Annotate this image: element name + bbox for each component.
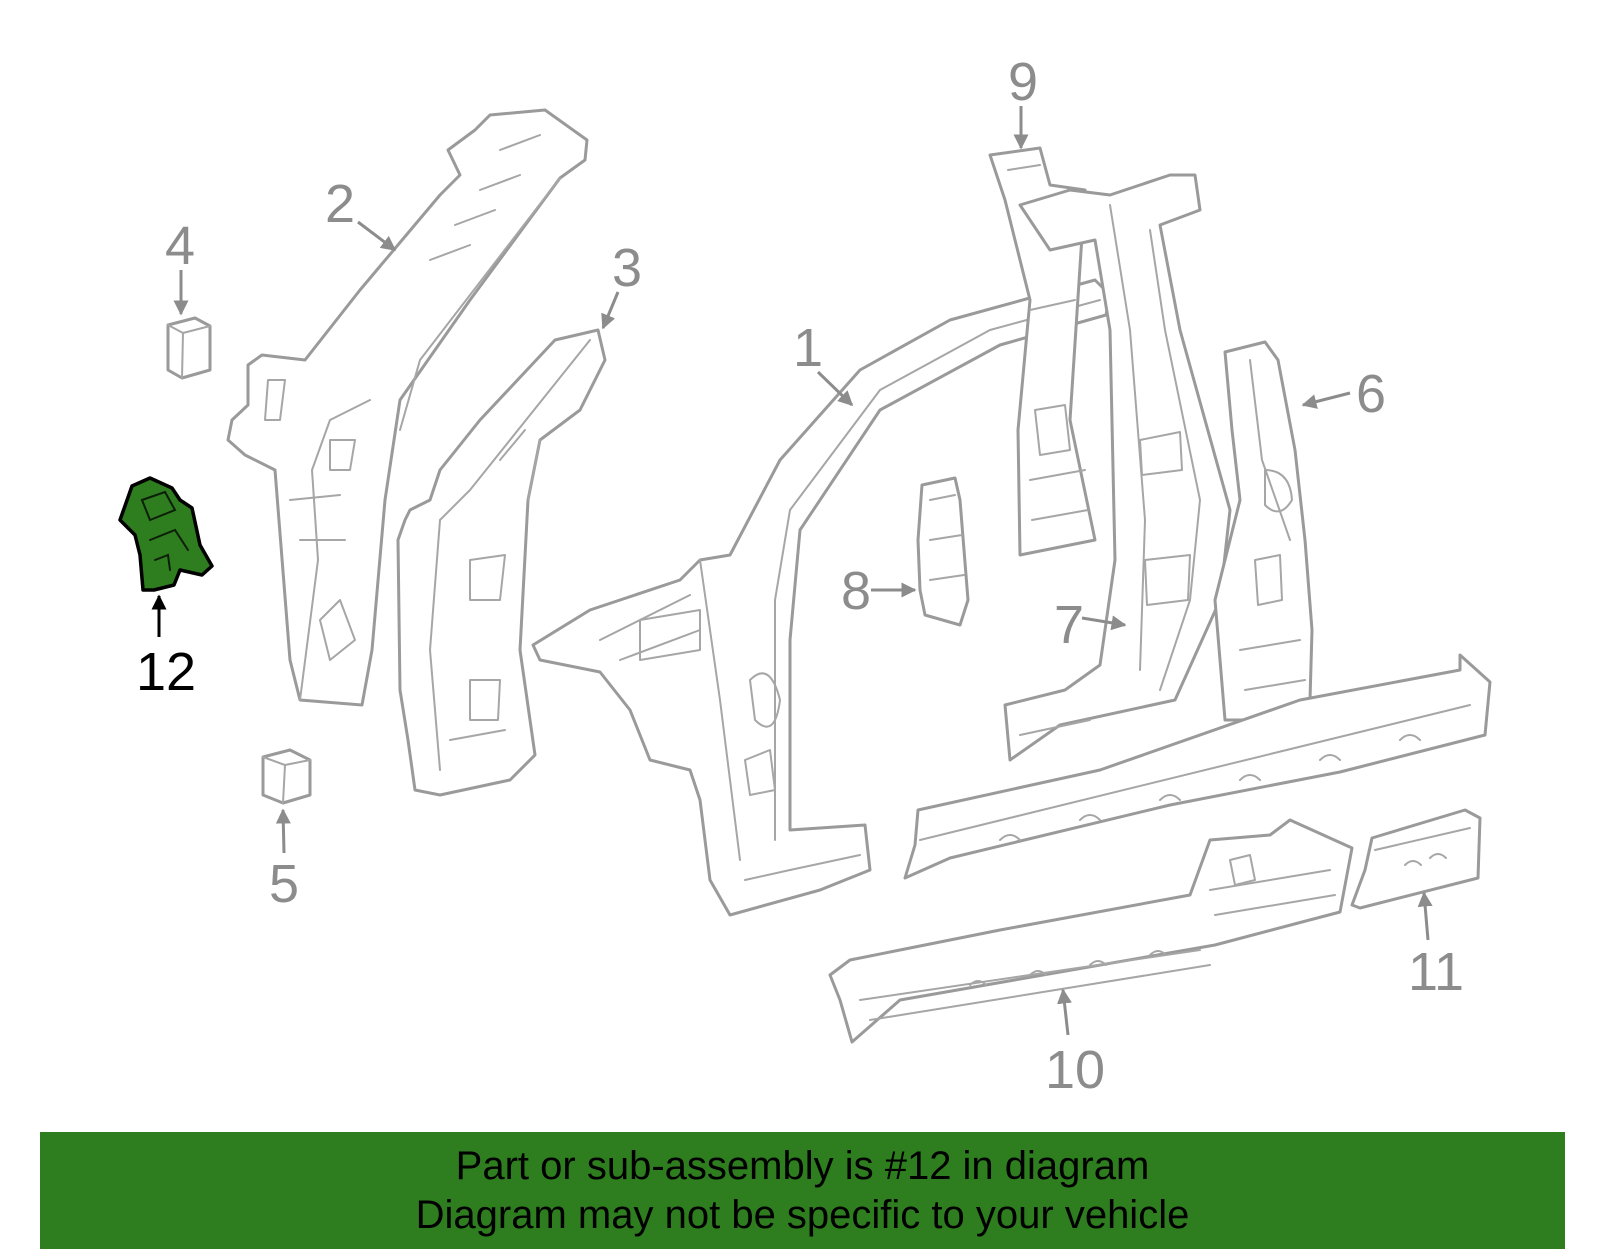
part-11-panel[interactable]: [1350, 808, 1482, 910]
part-8-bracket[interactable]: [916, 476, 970, 627]
part-12-highlighted-bracket[interactable]: [118, 476, 214, 592]
part-1-side-outer[interactable]: [531, 278, 1112, 917]
part-10-rocker-lower[interactable]: [828, 818, 1354, 1044]
callout-3: 3: [612, 238, 642, 298]
callout-12: 12: [136, 642, 196, 702]
leader-10: [1057, 988, 1072, 1036]
part-5-block[interactable]: [261, 748, 312, 805]
callout-7: 7: [1054, 595, 1084, 655]
leader-7: [1081, 615, 1127, 631]
part-3-pillar-inner[interactable]: [396, 328, 607, 797]
callout-leaders: [151, 106, 1433, 1036]
part-6-pillar-inner[interactable]: [1213, 340, 1314, 722]
sill-panel[interactable]: [903, 653, 1492, 880]
leader-2: [357, 220, 397, 252]
callout-10: 10: [1045, 1040, 1105, 1100]
callout-11: 11: [1408, 942, 1464, 1002]
leader-1: [816, 370, 854, 407]
callout-5: 5: [269, 854, 299, 914]
callout-labels: 1 2 3 4 5 6 7 8 9 10 11 12: [136, 52, 1464, 1100]
callout-4: 4: [165, 216, 195, 276]
part-2-front-pillar[interactable]: [226, 108, 589, 707]
part-9-pillar-upper[interactable]: [988, 146, 1097, 557]
part-7-pillar-reinforcement[interactable]: [1003, 173, 1232, 762]
leader-11: [1417, 891, 1433, 941]
banner-line-2: Diagram may not be specific to your vehi…: [415, 1192, 1190, 1237]
callout-8: 8: [841, 561, 871, 621]
callout-9: 9: [1008, 52, 1038, 112]
callout-1: 1: [793, 318, 823, 378]
part-4-cap[interactable]: [166, 316, 212, 380]
callout-6: 6: [1356, 364, 1386, 424]
leader-6: [1301, 391, 1351, 409]
callout-2: 2: [325, 174, 355, 234]
info-banner: Part or sub-assembly is #12 in diagram D…: [40, 1132, 1565, 1249]
leader-3: [601, 291, 620, 330]
leader-5: [275, 808, 291, 854]
banner-line-1: Part or sub-assembly is #12 in diagram: [455, 1143, 1150, 1188]
